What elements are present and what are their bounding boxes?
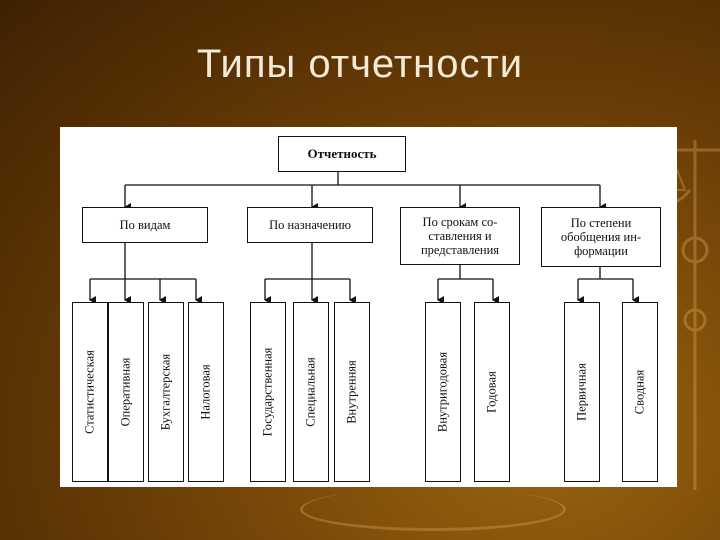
leaf-node: Статистическая	[72, 302, 108, 482]
leaf-label: Сводная	[632, 369, 647, 415]
leaf-node: Бухгалтерская	[148, 302, 184, 482]
leaf-label: Внутренняя	[344, 360, 359, 424]
leaf-label: Статистическая	[82, 350, 97, 434]
leaf-label: Оперативная	[118, 357, 133, 427]
category-by-purpose: По назначению	[247, 207, 373, 243]
leaf-node: Первичная	[564, 302, 600, 482]
connector-lines	[89, 172, 639, 304]
leaf-node: Специальная	[293, 302, 329, 482]
leaf-label: Государственная	[260, 347, 275, 437]
category-by-type: По видам	[82, 207, 208, 243]
slide-title: Типы отчетности	[196, 42, 524, 86]
leaf-label: Первичная	[574, 363, 589, 421]
diagram-panel: Отчетность По видам По назначению По сро…	[60, 127, 677, 487]
leaf-label: Налоговая	[198, 364, 213, 420]
leaf-node: Налоговая	[188, 302, 224, 482]
leaf-node: Внутренняя	[334, 302, 370, 482]
leaf-label: Специальная	[303, 357, 318, 427]
category-by-terms: По срокам со-ставления и представления	[400, 207, 520, 265]
leaf-node: Годовая	[474, 302, 510, 482]
leaf-node: Сводная	[622, 302, 658, 482]
leaf-label: Бухгалтерская	[158, 353, 173, 431]
leaf-label: Годовая	[484, 371, 499, 413]
leaf-node: Внутригодовая	[425, 302, 461, 482]
category-by-generalization: По степени обобщения ин-формации	[541, 207, 661, 267]
leaf-label: Внутригодовая	[435, 351, 450, 433]
root-node: Отчетность	[278, 136, 406, 172]
leaf-node: Оперативная	[108, 302, 144, 482]
leaf-node: Государственная	[250, 302, 286, 482]
scale-bowl-background	[300, 488, 566, 531]
